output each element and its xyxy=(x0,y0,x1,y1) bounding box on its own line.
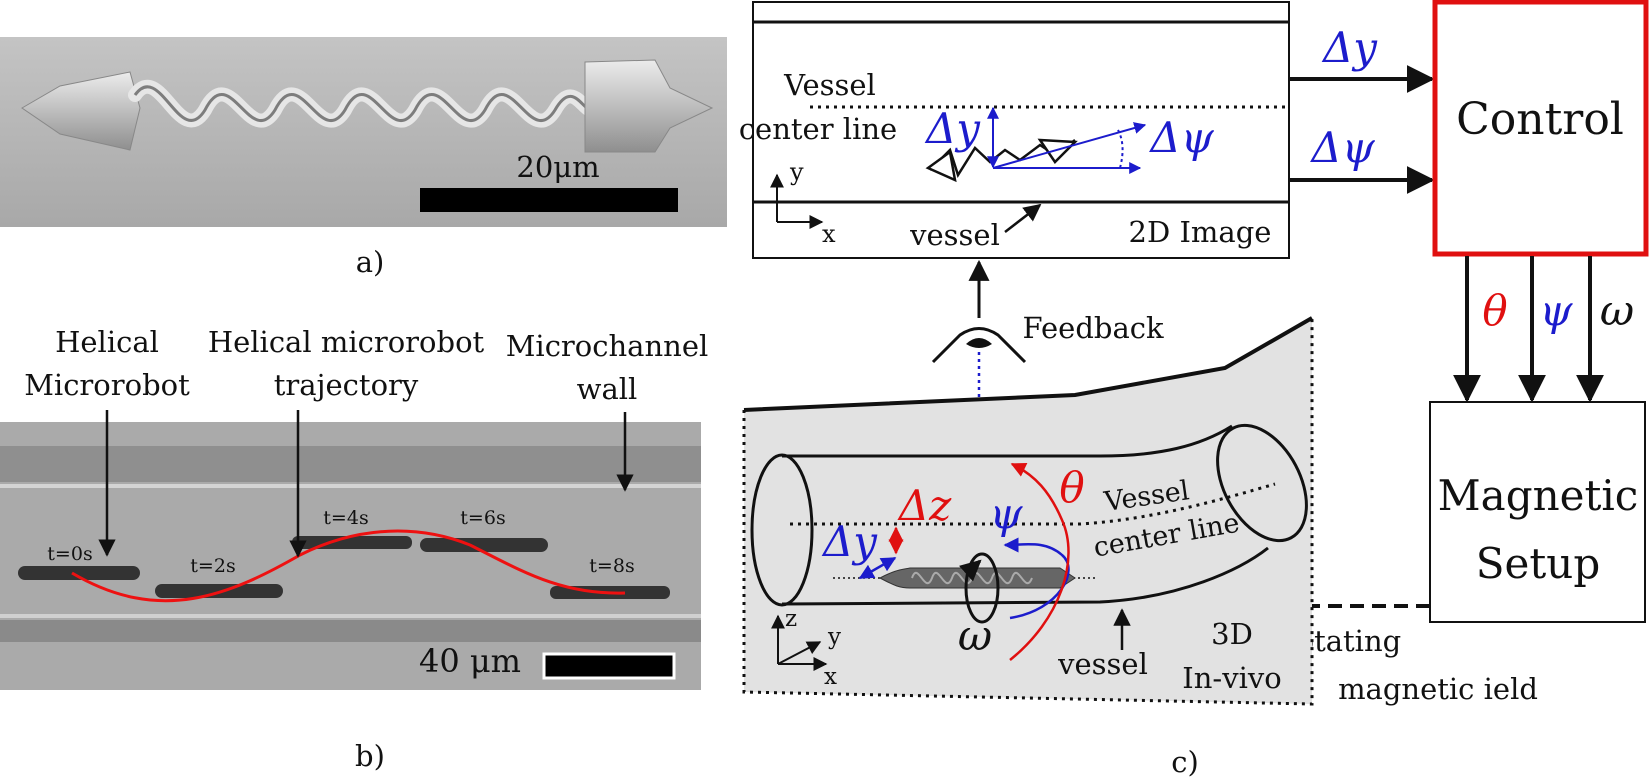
rotating-label-2: magnetic ield xyxy=(1338,672,1538,706)
vessel-end-left xyxy=(750,453,814,607)
axis-x-label-3d: x xyxy=(824,664,837,690)
omega-arrow xyxy=(958,559,982,582)
panel-c: Vessel center line Δy Δψ y x vessel 2D I… xyxy=(739,0,1649,779)
vessel-wall-bottom-3d xyxy=(781,546,1269,606)
omega-loop xyxy=(964,552,1000,624)
helical-robot-3d xyxy=(878,567,1076,589)
label-theta: θ xyxy=(1482,286,1507,335)
arc-psi xyxy=(1117,129,1124,169)
time-label-6: t=6s xyxy=(460,507,505,529)
arc-theta-3d xyxy=(1009,462,1070,661)
time-label-2: t=2s xyxy=(190,555,235,577)
helix-left-cone xyxy=(21,71,141,151)
magnetic-setup-box xyxy=(1429,401,1646,623)
axis-x-label-2d: x xyxy=(822,220,836,248)
vessel-tube-body xyxy=(782,420,1300,604)
channel-wall-bottom xyxy=(0,620,701,642)
feedback-label: Feedback xyxy=(1022,311,1164,345)
vessel-wall-top-3d xyxy=(782,424,1233,458)
caption-a: a) xyxy=(356,245,385,279)
image-title: 2D Image xyxy=(1129,215,1272,249)
robot-triangle-1 xyxy=(925,149,957,183)
panel-b: Helical Microrobot Helical microrobot tr… xyxy=(0,325,708,773)
arrow-vessel-2d xyxy=(1004,203,1042,233)
axis-y-label-3d: y xyxy=(827,624,841,650)
label-delta-psi: Δψ xyxy=(1309,123,1375,172)
arrow-delta-y-3d xyxy=(858,556,897,580)
invivo-title-1: 3D xyxy=(1211,617,1253,651)
theta-3d: θ xyxy=(1059,463,1084,512)
robot-t0 xyxy=(18,566,140,580)
invivo-title-2: In-vivo xyxy=(1182,661,1281,695)
invivo-top-edge xyxy=(743,316,1313,412)
vessel-center-label-1: Vessel xyxy=(783,68,876,102)
label-delta-y: Δy xyxy=(1321,23,1378,72)
eye-icon xyxy=(931,327,1027,364)
axis-z-label-3d: z xyxy=(785,606,797,632)
caption-b: b) xyxy=(355,739,385,773)
center-line-3d xyxy=(790,482,1276,526)
scale-label-b: 40 μm xyxy=(419,642,521,680)
label-trajectory-1: Helical microrobot xyxy=(208,325,485,359)
label-omega: ω xyxy=(1600,286,1634,335)
robot-t6 xyxy=(420,538,548,552)
vessel-center-label-2: center line xyxy=(739,112,897,146)
helix-right-cone xyxy=(584,59,714,153)
trajectory-curve xyxy=(71,529,626,603)
label-microchannel: Microchannel xyxy=(506,329,709,363)
time-label-0: t=0s xyxy=(47,543,92,565)
control-label: Control xyxy=(1456,94,1624,145)
control-box xyxy=(1432,0,1649,257)
label-helical: Helical xyxy=(55,325,159,359)
axis-y-3d xyxy=(777,641,822,665)
time-label-8: t=8s xyxy=(589,555,634,577)
delta-y-3d: Δy xyxy=(821,517,878,566)
delta-y-2d: Δy xyxy=(924,104,981,153)
axis-y-label-2d: y xyxy=(789,158,804,186)
robot-triangle-2 xyxy=(1037,138,1078,164)
label-microrobot: Microrobot xyxy=(24,368,190,402)
omega-3d: ω xyxy=(958,611,992,660)
delta-z-3d: Δz xyxy=(897,481,952,530)
scale-bar-b xyxy=(542,652,676,680)
arc-psi-3d xyxy=(1003,537,1070,620)
image-box xyxy=(752,1,1290,259)
eye-pupil xyxy=(966,338,992,348)
time-label-4: t=4s xyxy=(323,507,368,529)
psi-3d: ψ xyxy=(990,489,1024,538)
caption-c: c) xyxy=(1171,745,1199,779)
vessel-label-3d: vessel xyxy=(1057,647,1148,681)
helix-coil-shadow xyxy=(133,85,597,122)
magnetic-label-1: Magnetic xyxy=(1438,471,1639,520)
scale-bar-a xyxy=(420,188,678,212)
magnetic-label-2: Setup xyxy=(1476,539,1600,588)
label-psi: ψ xyxy=(1540,286,1574,335)
scale-label-a: 20μm xyxy=(516,150,599,184)
robot-t4 xyxy=(292,536,412,549)
label-trajectory-2: trajectory xyxy=(274,368,419,402)
channel-wall-top xyxy=(0,446,701,482)
panel-a: 20μm a) xyxy=(0,37,727,279)
delta-psi-2d: Δψ xyxy=(1148,113,1214,162)
vessel-end-right xyxy=(1216,423,1308,543)
vessel-label-2d: vessel xyxy=(909,218,1000,252)
label-wall: wall xyxy=(577,372,638,406)
